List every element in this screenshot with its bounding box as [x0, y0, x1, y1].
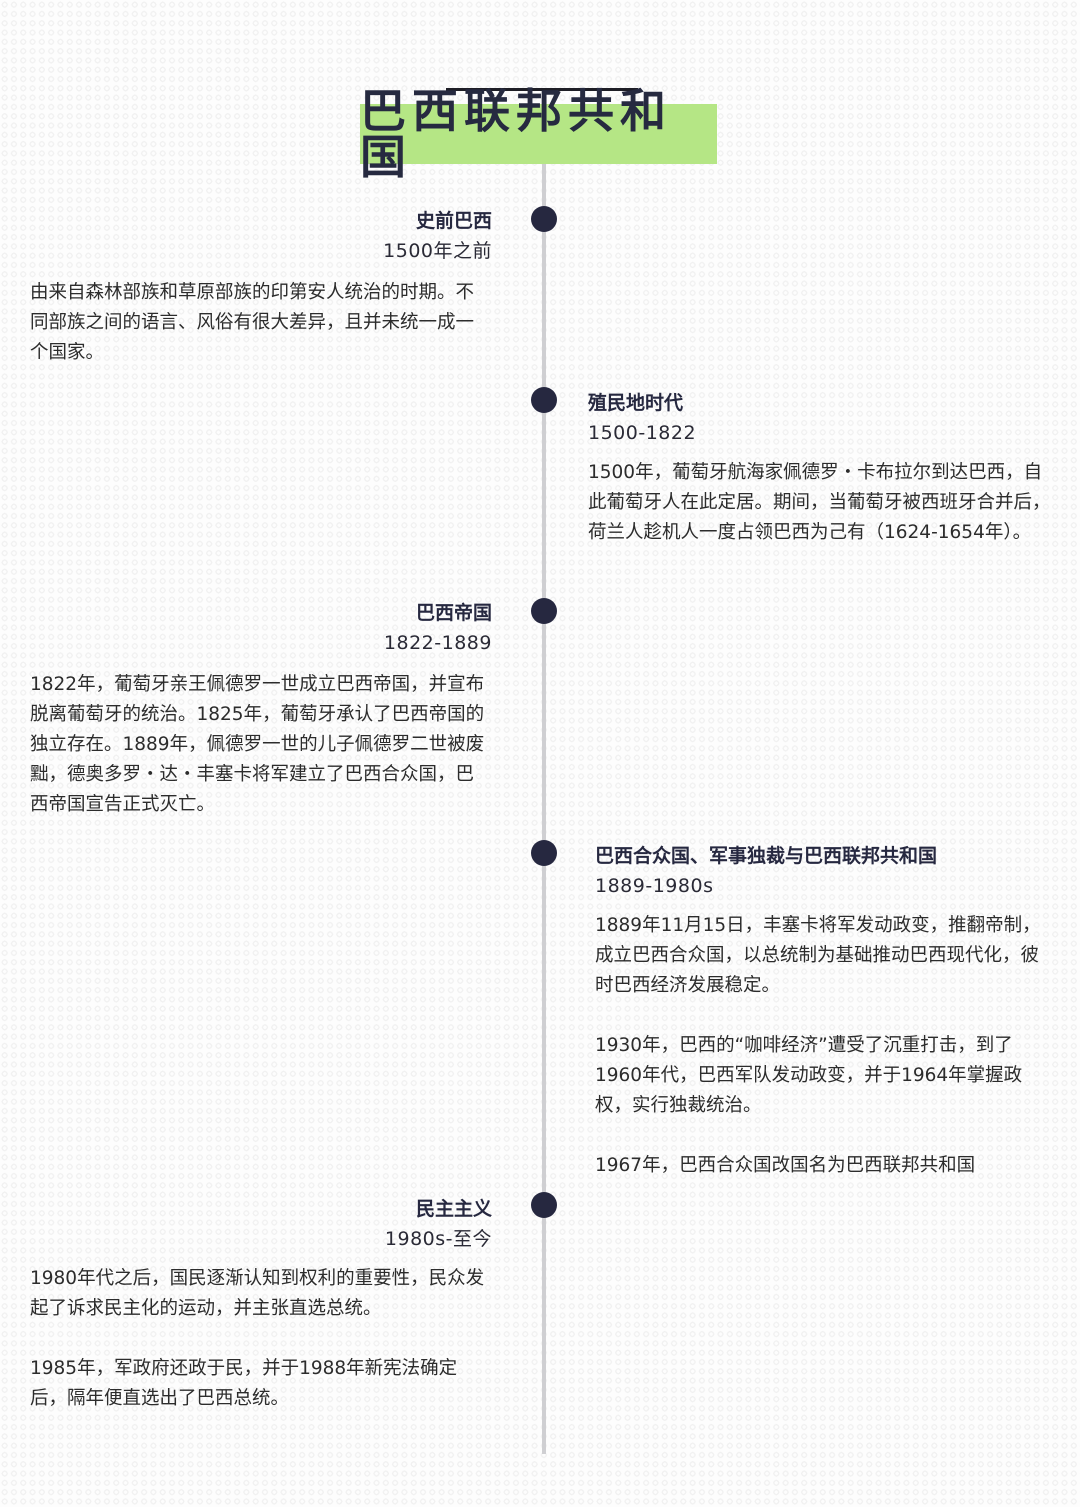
- entry-title: 巴西合众国、军事独裁与巴西联邦共和国: [595, 845, 938, 867]
- timeline-dot: [531, 1192, 557, 1218]
- entry-date: 1822-1889: [383, 632, 492, 654]
- entry-date: 1980s-至今: [384, 1228, 492, 1250]
- timeline-entry-colonial: 殖民地时代 1500-1822 1500年，葡萄牙航海家佩德罗・卡布拉尔到达巴西…: [588, 388, 1054, 548]
- timeline-dot: [531, 598, 557, 624]
- timeline-axis: [542, 164, 546, 1454]
- timeline-entry-republic: 巴西合众国、军事独裁与巴西联邦共和国 1889-1980s 1889年11月15…: [595, 841, 1055, 1181]
- timeline-entry-democracy: 民主主义 1980s-至今 1980年代之后，国民逐渐认知到权利的重要性，民众发…: [30, 1194, 492, 1414]
- entry-body: 1500年，葡萄牙航海家佩德罗・卡布拉尔到达巴西，自此葡萄牙人在此定居。期间，当…: [588, 458, 1054, 548]
- title-top-rule: [446, 88, 638, 91]
- entry-paragraph: 1967年，巴西合众国改国名为巴西联邦共和国: [595, 1155, 976, 1176]
- entry-title: 史前巴西: [415, 210, 492, 232]
- entry-paragraph: 1930年，巴西的“咖啡经济”遭受了沉重打击，到了1960年代，巴西军队发动政变…: [595, 1035, 1023, 1116]
- title-highlight: 巴西联邦共和国: [360, 88, 717, 180]
- entry-body: 1980年代之后，国民逐渐认知到权利的重要性，民众发起了诉求民主化的运动，并主张…: [30, 1264, 492, 1414]
- entry-paragraph: 1980年代之后，国民逐渐认知到权利的重要性，民众发起了诉求民主化的运动，并主张…: [30, 1268, 485, 1319]
- timeline-dot: [531, 387, 557, 413]
- timeline-dot: [531, 206, 557, 232]
- entry-title: 巴西帝国: [415, 602, 492, 624]
- timeline-entry-empire: 巴西帝国 1822-1889 1822年，葡萄牙亲王佩德罗一世成立巴西帝国，并宣…: [30, 598, 492, 820]
- entry-date: 1889-1980s: [595, 875, 714, 897]
- entry-paragraph: 1889年11月15日，丰塞卡将军发动政变，推翻帝制，成立巴西合众国，以总统制为…: [595, 915, 1041, 996]
- entry-date: 1500-1822: [588, 422, 697, 444]
- entry-paragraph: 1985年，军政府还政于民，并于1988年新宪法确定后，隔年便直选出了巴西总统。: [30, 1358, 458, 1409]
- entry-date: 1500年之前: [383, 240, 492, 262]
- timeline-entry-prehistoric: 史前巴西 1500年之前 由来自森林部族和草原部族的印第安人统治的时期。不同部族…: [30, 206, 492, 368]
- entry-paragraph: 由来自森林部族和草原部族的印第安人统治的时期。不同部族之间的语言、风俗有很大差异…: [30, 282, 475, 363]
- entry-body: 由来自森林部族和草原部族的印第安人统治的时期。不同部族之间的语言、风俗有很大差异…: [30, 278, 492, 368]
- entry-title: 殖民地时代: [588, 392, 684, 414]
- timeline-dot: [531, 840, 557, 866]
- entry-paragraph: 1500年，葡萄牙航海家佩德罗・卡布拉尔到达巴西，自此葡萄牙人在此定居。期间，当…: [588, 462, 1051, 543]
- entry-body: 1822年，葡萄牙亲王佩德罗一世成立巴西帝国，并宣布脱离葡萄牙的统治。1825年…: [30, 670, 492, 820]
- entry-body: 1889年11月15日，丰塞卡将军发动政变，推翻帝制，成立巴西合众国，以总统制为…: [595, 911, 1055, 1181]
- page-title: 巴西联邦共和国: [360, 84, 672, 184]
- entry-title: 民主主义: [415, 1198, 492, 1220]
- entry-paragraph: 1822年，葡萄牙亲王佩德罗一世成立巴西帝国，并宣布脱离葡萄牙的统治。1825年…: [30, 674, 485, 815]
